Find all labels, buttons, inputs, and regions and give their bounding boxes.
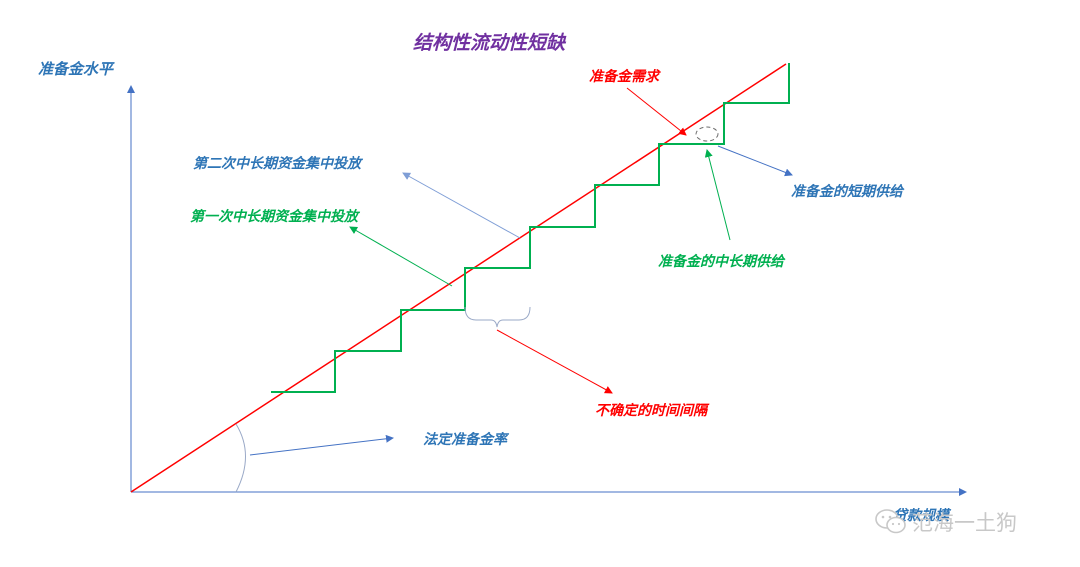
uncertain-interval-bracket [464,306,531,328]
first-injection-arrow [349,226,453,287]
watermark-text: 范海一土狗 [912,511,1017,535]
x-axis-label: 贷款规模 [893,508,949,524]
wechat-icon [875,509,906,534]
second-injection-arrow [402,172,521,239]
short-term-gap-marker [695,126,719,142]
uncertain-interval-arrow [496,329,613,394]
reserve-demand-arrow [626,87,687,136]
reserve-supply-steps [271,63,790,393]
first-injection-label: 第一次中长期资金集中投放 [190,209,358,225]
uncertain-interval-label: 不确定的时间间隔 [595,403,707,419]
short-term-supply-arrow [717,145,793,177]
short-term-supply-label: 准备金的短期供给 [791,184,903,200]
reserve-demand-label: 准备金需求 [589,69,659,85]
reserve-demand-line [130,63,787,493]
diagram-title: 结构性流动性短缺 [413,32,566,54]
statutory-ratio-arrow [249,434,394,456]
y-axis-label: 准备金水平 [38,60,114,78]
statutory-ratio-arc [235,423,246,493]
second-injection-label: 第二次中长期资金集中投放 [193,156,361,172]
mid-long-term-supply-label: 准备金的中长期供给 [658,254,784,270]
mid-long-term-supply-arrow [704,149,731,241]
statutory-ratio-label: 法定准备金率 [423,432,507,448]
